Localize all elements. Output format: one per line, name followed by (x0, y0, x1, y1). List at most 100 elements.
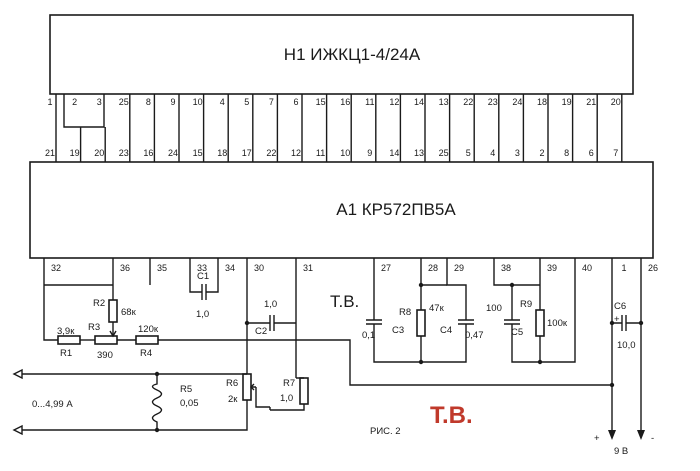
input-range-label: 0...4,99 А (32, 399, 73, 410)
a1-pin-number: 33 (197, 263, 207, 273)
wire-input-bottom (22, 400, 248, 431)
r1-resistor (57, 335, 81, 345)
c4-value: 0,47 (465, 330, 484, 341)
a1-pin-number: 2 (539, 148, 544, 158)
a1-pin-number: 32 (51, 263, 61, 273)
r4-value: 120к (138, 324, 159, 335)
a1-pin-number: 3 (515, 148, 520, 158)
a1-pin-number: 35 (157, 263, 167, 273)
wire-pin34 (206, 258, 219, 293)
r2-resistor (108, 299, 118, 323)
r3-name: R3 (88, 322, 100, 333)
h1-title: Н1 ИЖКЦ1-4/24А (284, 45, 421, 64)
a1-pin-number: 30 (254, 263, 264, 273)
h1-pin-number: 12 (389, 97, 399, 107)
a1-pin-number: 22 (266, 148, 276, 158)
c1-capacitor (201, 284, 207, 300)
supply-voltage: 9 В (614, 446, 628, 457)
a1-title: А1 КР572ПВ5А (336, 200, 456, 219)
c3-capacitor (366, 319, 382, 325)
pin-leads (55, 94, 623, 162)
a1-pin-number: 23 (119, 148, 129, 158)
arrow-down-icon (608, 430, 616, 440)
r5-shunt (151, 374, 163, 430)
r6-name: R6 (226, 378, 238, 389)
a1-pin-number: 34 (225, 263, 235, 273)
r7-value: 1,0 (280, 393, 293, 404)
wire-pin33 (189, 258, 202, 293)
r9-resistor (535, 309, 545, 337)
c2-value: 1,0 (264, 299, 277, 310)
h1-pin-number: 3 (97, 97, 102, 107)
junction (609, 382, 615, 388)
a1-pin-number: 28 (428, 263, 438, 273)
junction (537, 359, 543, 365)
h1-pin-number: 10 (193, 97, 203, 107)
a1-pin-number: 36 (120, 263, 130, 273)
a1-pin-number: 14 (389, 148, 399, 158)
a1-pin-number: 38 (501, 263, 511, 273)
wire-r4-ground (158, 339, 612, 386)
c3-name: C3 (392, 325, 404, 336)
h1-pin-number: 25 (119, 97, 129, 107)
c3-value: 0,1 (362, 330, 375, 341)
junction (418, 359, 424, 365)
h1-pin-number: 21 (586, 97, 596, 107)
c6-name: C6 (614, 301, 626, 312)
supply-minus: - (651, 433, 654, 444)
a1-pin-number: 31 (303, 263, 313, 273)
a1-pin-number: 18 (217, 148, 227, 158)
c1-name: C1 (197, 271, 209, 282)
a1-pin-number: 11 (316, 148, 325, 158)
a1-pin-number: 29 (454, 263, 464, 273)
h1-pin-number: 18 (537, 97, 547, 107)
c6-capacitor (621, 315, 627, 331)
h1-pin-number: 9 (170, 97, 175, 107)
r9-name: R9 (520, 299, 532, 310)
r2-value: 68к (121, 307, 137, 318)
a1-pin-number: 4 (490, 148, 495, 158)
r8-resistor (416, 309, 426, 337)
test-point-label: Т.В. (330, 292, 359, 311)
h1-pin-number: 1 (47, 97, 52, 107)
arrow-left-icon (12, 424, 23, 436)
c1-value: 1,0 (196, 309, 209, 320)
a1-pin-number: 1 (621, 263, 626, 273)
a1-pin-number: 25 (439, 148, 449, 158)
a1-pin-number: 39 (547, 263, 557, 273)
a1-pin-number: 24 (168, 148, 178, 158)
c5-capacitor (504, 319, 520, 325)
a1-pin-number: 17 (242, 148, 252, 158)
c2-name: C2 (255, 326, 267, 337)
h1-pin-number: 16 (340, 97, 350, 107)
a1-pin-number: 9 (367, 148, 372, 158)
h1-pin-number: 22 (463, 97, 473, 107)
wire-pin38 (493, 258, 513, 320)
h1-pin-number: 15 (316, 97, 326, 107)
r5-name: R5 (180, 384, 192, 395)
r7-resistor (299, 377, 309, 405)
test-point-label-red: Т.В. (430, 402, 473, 429)
a1-pin-number: 6 (589, 148, 594, 158)
r9-value: 100к (547, 318, 568, 329)
r3-value: 390 (97, 350, 113, 361)
h1-pin-number: 23 (488, 97, 498, 107)
pin-labels: 1212193202523816924101541851772261215111… (45, 97, 658, 273)
r7-name: R7 (283, 378, 295, 389)
a1-pin-number: 5 (466, 148, 471, 158)
h1-pin-number: 13 (439, 97, 449, 107)
r6-wiper-arrow (250, 383, 255, 391)
wire-r7 (269, 377, 305, 411)
r5-value: 0,05 (180, 398, 199, 409)
c4-name: C4 (440, 325, 452, 336)
r2-name: R2 (93, 298, 105, 309)
a1-pin-number: 7 (613, 148, 618, 158)
c5-name: C5 (511, 327, 523, 338)
c2-capacitor (269, 315, 275, 331)
a1-pin-number: 20 (94, 148, 104, 158)
a1-pin-number: 16 (143, 148, 153, 158)
arrow-down-icon (637, 430, 645, 440)
h1-pin-number: 11 (365, 97, 374, 107)
